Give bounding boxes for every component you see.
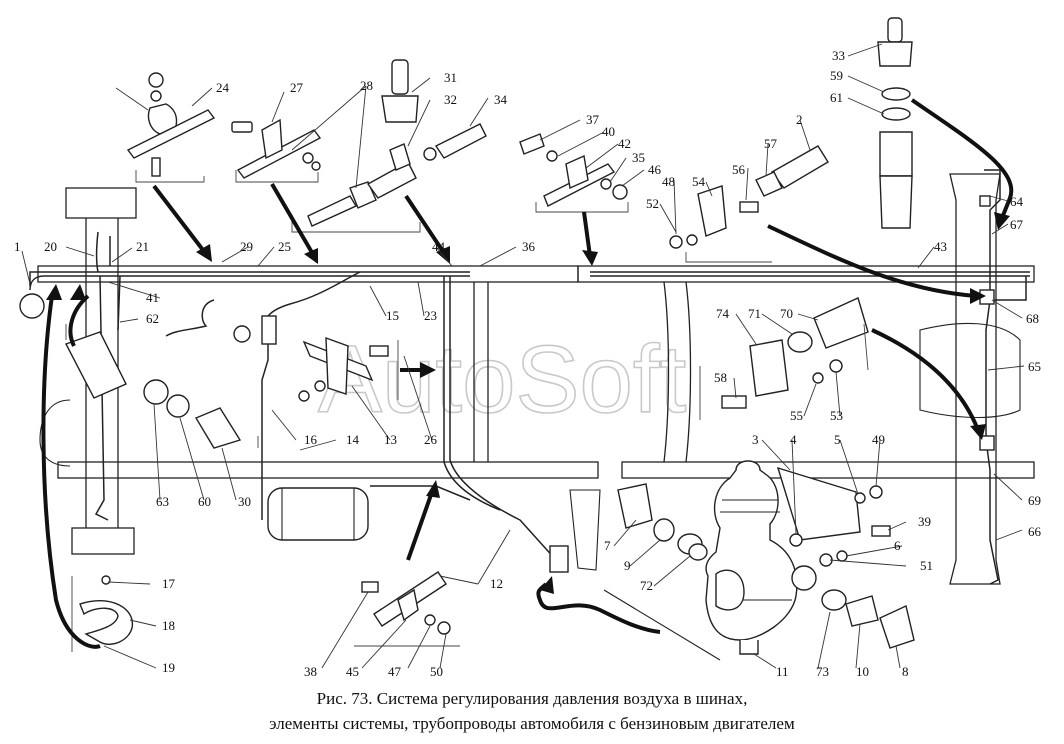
callout-3: 3 bbox=[752, 432, 759, 447]
callout-16: 16 bbox=[304, 432, 318, 447]
callout-60: 60 bbox=[198, 494, 211, 509]
callout-44: 44 bbox=[432, 239, 446, 254]
callout-30: 30 bbox=[238, 494, 251, 509]
callout-69: 69 bbox=[1028, 493, 1041, 508]
callout-20: 20 bbox=[44, 239, 57, 254]
callout-56: 56 bbox=[732, 162, 746, 177]
callout-42: 42 bbox=[618, 136, 631, 151]
callout-12: 12 bbox=[490, 576, 503, 591]
callout-23: 23 bbox=[424, 308, 437, 323]
leader-lines bbox=[21, 43, 1025, 669]
air-receiver bbox=[267, 487, 369, 541]
control-valve-assembly bbox=[705, 460, 861, 655]
callout-55: 55 bbox=[790, 408, 803, 423]
callout-13: 13 bbox=[384, 432, 397, 447]
arrow-head bbox=[540, 576, 554, 594]
callout-8: 8 bbox=[902, 664, 909, 679]
callout-50: 50 bbox=[430, 664, 443, 679]
callout-41: 41 bbox=[146, 290, 159, 305]
callout-2: 2 bbox=[796, 112, 803, 127]
arrow-head bbox=[426, 480, 440, 498]
callout-59: 59 bbox=[830, 68, 843, 83]
callout-32: 32 bbox=[444, 92, 457, 107]
caption-line-1: Рис. 73. Система регулирования давления … bbox=[317, 689, 748, 708]
callout-24: 24 bbox=[216, 80, 230, 95]
arrow-head bbox=[70, 284, 86, 300]
callout-36: 36 bbox=[522, 239, 536, 254]
callout-67: 67 bbox=[1010, 217, 1024, 232]
callout-58: 58 bbox=[714, 370, 727, 385]
callout-47: 47 bbox=[388, 664, 402, 679]
callout-74: 74 bbox=[716, 306, 730, 321]
callout-10: 10 bbox=[856, 664, 869, 679]
callout-52: 52 bbox=[646, 196, 659, 211]
callout-49: 49 bbox=[872, 432, 885, 447]
callout-57: 57 bbox=[764, 136, 778, 151]
fittings bbox=[19, 17, 995, 649]
callout-53: 53 bbox=[830, 408, 843, 423]
callout-38: 38 bbox=[304, 664, 317, 679]
callout-72: 72 bbox=[640, 578, 653, 593]
arrow-head bbox=[196, 244, 212, 262]
arrow-head bbox=[994, 212, 1010, 230]
callout-71: 71 bbox=[748, 306, 761, 321]
callout-7: 7 bbox=[604, 538, 611, 553]
arrow-head bbox=[420, 362, 436, 378]
callout-26: 26 bbox=[424, 432, 438, 447]
callout-54: 54 bbox=[692, 174, 706, 189]
callout-25: 25 bbox=[278, 239, 291, 254]
pipelines bbox=[29, 169, 1030, 585]
callout-5: 5 bbox=[834, 432, 841, 447]
callout-1: 1 bbox=[14, 239, 21, 254]
callout-48: 48 bbox=[662, 174, 675, 189]
arrow-head bbox=[970, 288, 986, 304]
callout-66: 66 bbox=[1028, 524, 1042, 539]
callout-17: 17 bbox=[162, 576, 176, 591]
callout-35: 35 bbox=[632, 150, 645, 165]
callout-39: 39 bbox=[918, 514, 931, 529]
caption-line-2: элементы системы, трубопроводы автомобил… bbox=[269, 714, 795, 733]
callout-4: 4 bbox=[790, 432, 797, 447]
callout-43: 43 bbox=[934, 239, 947, 254]
watermark: AutoSoft bbox=[318, 326, 686, 433]
callout-28: 28 bbox=[360, 78, 373, 93]
callout-33: 33 bbox=[832, 48, 845, 63]
callout-15: 15 bbox=[386, 308, 399, 323]
callout-61: 61 bbox=[830, 90, 843, 105]
callout-40: 40 bbox=[602, 124, 615, 139]
callout-37: 37 bbox=[586, 112, 600, 127]
arrow-head bbox=[46, 284, 62, 300]
callout-labels: 1 2 3 4 5 6 7 8 9 10 11 12 13 14 15 16 1… bbox=[14, 48, 1042, 679]
callout-64: 64 bbox=[1010, 194, 1024, 209]
callout-51: 51 bbox=[920, 558, 933, 573]
callout-9: 9 bbox=[624, 558, 631, 573]
group-brackets bbox=[65, 170, 869, 652]
callout-21: 21 bbox=[136, 239, 149, 254]
arrow-head bbox=[304, 248, 318, 264]
callout-34: 34 bbox=[494, 92, 508, 107]
arrow-head bbox=[582, 250, 598, 266]
callout-31: 31 bbox=[444, 70, 457, 85]
callout-70: 70 bbox=[780, 306, 793, 321]
callout-62: 62 bbox=[146, 311, 159, 326]
callout-46: 46 bbox=[648, 162, 662, 177]
callout-73: 73 bbox=[816, 664, 829, 679]
callout-45: 45 bbox=[346, 664, 359, 679]
callout-68: 68 bbox=[1026, 311, 1039, 326]
callout-65: 65 bbox=[1028, 359, 1041, 374]
callout-29: 29 bbox=[240, 239, 253, 254]
callout-27: 27 bbox=[290, 80, 304, 95]
callout-11: 11 bbox=[776, 664, 789, 679]
callout-18: 18 bbox=[162, 618, 175, 633]
callout-63: 63 bbox=[156, 494, 169, 509]
callout-14: 14 bbox=[346, 432, 360, 447]
callout-6: 6 bbox=[894, 538, 901, 553]
direction-arrows bbox=[41, 98, 1014, 649]
arrow-head bbox=[970, 424, 986, 440]
callout-19: 19 bbox=[162, 660, 175, 675]
